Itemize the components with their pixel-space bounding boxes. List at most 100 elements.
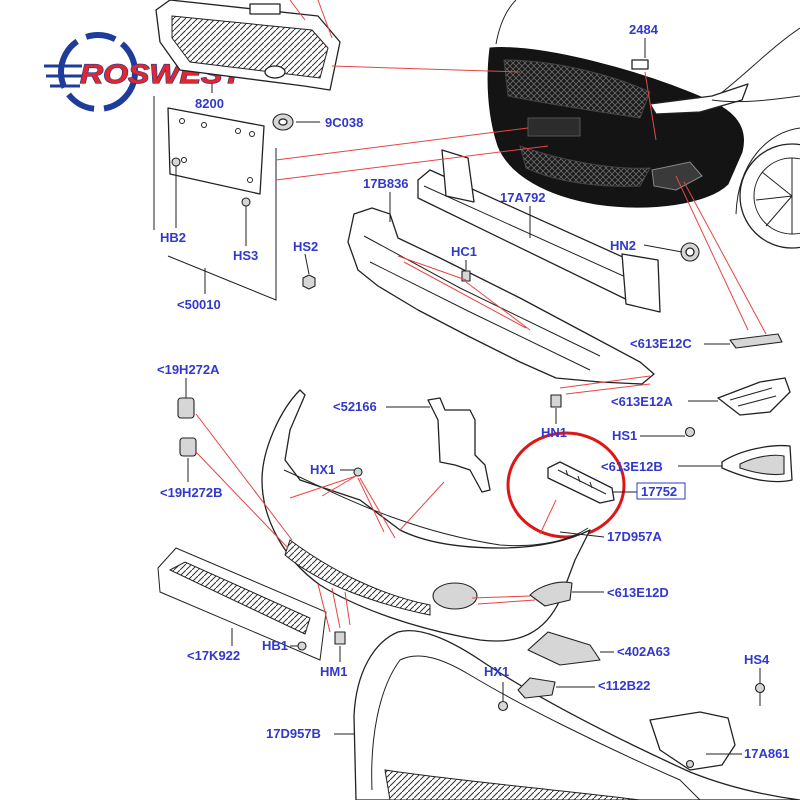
hood-edge xyxy=(711,27,800,101)
callout-2484: 2484 xyxy=(629,22,659,37)
reference-line xyxy=(477,599,536,605)
mounting-hole xyxy=(181,157,187,163)
callout-hm1: HM1 xyxy=(320,664,347,679)
lower-grille-frame xyxy=(157,547,327,661)
callout-613e12a: <613E12A xyxy=(611,394,673,409)
nut-hole xyxy=(685,247,695,257)
bolt-hb1 xyxy=(297,641,307,651)
callout-hs2: HS2 xyxy=(293,239,318,254)
plate-recess xyxy=(527,117,581,137)
bezel-detail xyxy=(729,387,777,407)
callout-613e12d: <613E12D xyxy=(607,585,669,600)
callout-112b22: <112B22 xyxy=(598,678,650,693)
reference-line xyxy=(539,499,557,535)
clip-center xyxy=(278,118,288,126)
reference-line xyxy=(359,477,396,539)
callout-17k922: <17K922 xyxy=(187,648,240,663)
leader-lines xyxy=(175,38,761,755)
clip-hm1 xyxy=(334,631,346,645)
bolt-head xyxy=(497,700,509,712)
lower-bumper-contour xyxy=(371,655,701,800)
screw-hb2 xyxy=(171,157,181,172)
fender-outline xyxy=(711,95,800,103)
lower-intake xyxy=(519,145,651,187)
trim-402a63 xyxy=(527,631,601,666)
callout-hs3: HS3 xyxy=(233,248,258,263)
badge-2484 xyxy=(631,59,649,70)
reference-line xyxy=(195,451,289,549)
screw-hs4 xyxy=(754,682,766,706)
callout-17d957b: 17D957B xyxy=(266,726,321,741)
vehicle-front-view xyxy=(487,0,800,249)
bolt-hs2 xyxy=(302,274,316,290)
clip-hn1 xyxy=(550,394,562,408)
front-wheel xyxy=(739,143,800,249)
nut-hn2 xyxy=(680,242,700,262)
reference-line xyxy=(644,71,657,141)
license-plate-bracket xyxy=(153,96,277,301)
plate-mounting-holes xyxy=(179,118,255,183)
grille-badge xyxy=(264,65,286,79)
reference-line xyxy=(675,175,749,331)
wheel-spokes xyxy=(755,158,793,234)
bolt-hx1-upper xyxy=(353,467,363,477)
assembly-bracket-line xyxy=(167,148,277,301)
bezel-613e12b xyxy=(721,444,793,483)
reference-line xyxy=(403,261,527,329)
front-grille xyxy=(155,0,341,91)
grille-mesh xyxy=(171,15,329,79)
callout-hb2: HB2 xyxy=(160,230,186,245)
callout-9c038: 9C038 xyxy=(325,115,363,130)
trim-112b22 xyxy=(517,677,556,699)
callout-613e12c: <613E12C xyxy=(630,336,692,351)
reference-line xyxy=(289,475,357,499)
reference-line xyxy=(344,591,351,626)
callout-17d957a: 17D957A xyxy=(607,529,663,544)
callout-17752: 17752 xyxy=(641,484,677,499)
reference-line xyxy=(317,0,333,39)
bezel-body xyxy=(717,377,791,416)
absorber-body xyxy=(347,207,655,385)
callout-hn2: HN2 xyxy=(610,238,636,253)
lower-bumper-grille xyxy=(384,769,641,800)
reference-line xyxy=(317,583,331,633)
logo-stripes xyxy=(44,64,84,88)
lower-bumper xyxy=(353,630,800,800)
grille-latch-bracket xyxy=(249,3,281,15)
mounting-hole xyxy=(235,128,241,134)
bezel-opening xyxy=(739,454,785,476)
bezel-613e12a xyxy=(717,377,791,416)
callout-50010: <50010 xyxy=(177,297,221,312)
bumper-beam xyxy=(417,149,661,313)
callout-17a792: 17A792 xyxy=(500,190,546,205)
screw-hs3 xyxy=(241,197,251,212)
reference-lines xyxy=(195,0,767,633)
screw-head xyxy=(241,197,251,207)
callout-hb1: HB1 xyxy=(262,638,288,653)
callout-19h272b: <19H272B xyxy=(160,485,223,500)
bracket-fastener xyxy=(685,759,695,769)
callout-hs1: HS1 xyxy=(612,428,637,443)
mounting-hole xyxy=(247,177,253,183)
bracket-52166 xyxy=(427,397,491,493)
part-body xyxy=(547,461,615,504)
leader-line xyxy=(559,531,605,538)
callout-17b836: 17B836 xyxy=(363,176,409,191)
reference-line xyxy=(331,65,521,73)
callout-17a861: 17A861 xyxy=(744,746,790,761)
callout-hs4: HS4 xyxy=(744,652,770,667)
bolt-head xyxy=(353,467,363,477)
fog-lamp-surround xyxy=(651,161,703,191)
callout-hc1: HC1 xyxy=(451,244,477,259)
lower-grille xyxy=(157,547,327,661)
headlight xyxy=(649,83,749,115)
part-17752 xyxy=(547,461,615,504)
callout-hx1-upper: HX1 xyxy=(310,462,335,477)
beam-left-bracket xyxy=(441,149,475,203)
trim-613e12d xyxy=(529,581,573,607)
energy-absorber xyxy=(347,207,655,385)
screw-head xyxy=(171,157,181,167)
trim-613e12c xyxy=(729,333,783,349)
beam-right-bracket xyxy=(621,253,661,313)
bolt-head xyxy=(684,426,696,438)
